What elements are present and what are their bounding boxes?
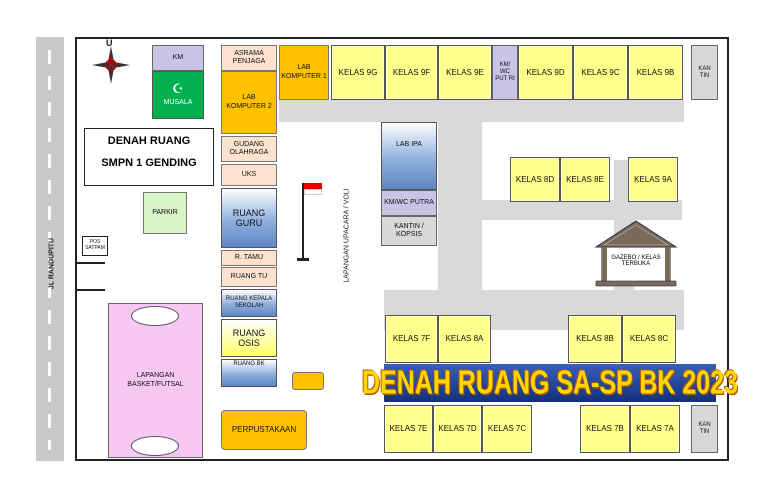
room-kelas-9g: KELAS 9G [331, 45, 385, 100]
room-kelas-7d: KELAS 7D [433, 405, 482, 453]
room-r-tamu: R. TAMU [221, 250, 277, 266]
boundary-line [75, 289, 105, 291]
room-kelas-7c: KELAS 7C [482, 405, 532, 453]
field-label: LAPANGAN UPACARA / VOLI [343, 188, 351, 283]
room-parkir: PARKIR [143, 192, 187, 234]
title-box: DENAH RUANG SMPN 1 GENDING [84, 128, 214, 186]
room-kelas-8a: KELAS 8A [438, 315, 491, 363]
boundary-line [75, 262, 105, 264]
room-kelas-8e: KELAS 8E [560, 157, 610, 202]
podium [292, 372, 324, 390]
compass-north-label: U [106, 38, 113, 48]
gazebo-icon [594, 220, 678, 287]
room-km: KM [152, 45, 204, 71]
room-ruang-kepsek: RUANG KEPALA SEKOLAH [221, 289, 277, 317]
room-lab-komputer-1: LAB KOMPUTER 1 [279, 45, 329, 100]
room-kelas-9b: KELAS 9B [628, 45, 683, 100]
room-kelas-9e: KELAS 9E [438, 45, 492, 100]
banner: DENAH RUANG SA-SP BK 2023 [362, 363, 738, 402]
room-pos-satpam: POS SATPAM [82, 236, 108, 256]
room-lab-komputer-2: LAB KOMPUTER 2 [221, 71, 277, 134]
court-circle [131, 436, 179, 456]
room-kelas-8b: KELAS 8B [568, 315, 622, 363]
compass-icon [92, 46, 130, 84]
room-ruang-osis: RUANG OSIS [221, 319, 277, 357]
street-centerline [48, 50, 51, 450]
banner-text: DENAH RUANG SA-SP BK 2023 [362, 363, 739, 402]
room-kelas-7b: KELAS 7B [580, 405, 630, 453]
room-kantin-kopsis: KANTIN / KOPSIS [381, 216, 437, 246]
gazebo-label: GAZEBO / KELAS TERBUKA [611, 255, 661, 267]
title-line-1: DENAH RUANG [107, 135, 191, 147]
court-basket-label: LAPANGAN BASKET/FUTSAL [127, 372, 184, 388]
room-uks: UKS [221, 164, 277, 186]
room-gudang: GUDANG OLAHRAGA [221, 136, 277, 162]
flag-pole [302, 183, 304, 259]
map-frame [75, 37, 729, 461]
room-lab-ipa: LAB IPA [381, 122, 437, 190]
room-kelas-9a: KELAS 9A [628, 157, 678, 202]
room-kelas-9d: KELAS 9D [518, 45, 573, 100]
room-musala: ☪ MUSALA [152, 71, 204, 119]
street-name: JL RANDUPITU [48, 237, 56, 290]
room-kelas-8d: KELAS 8D [510, 157, 560, 202]
room-kelas-7a: KELAS 7A [630, 405, 680, 453]
title-line-2: SMPN 1 GENDING [101, 157, 197, 169]
room-kantin-top: KAN TIN [691, 45, 718, 100]
room-km-wc-putra: KM/WC PUTRA [381, 190, 437, 216]
room-kelas-7e: KELAS 7E [384, 405, 433, 453]
musala-label: MUSALA [163, 99, 193, 107]
room-ruang-tu: RUANG TU [221, 267, 277, 287]
path [482, 200, 682, 220]
room-kelas-9c: KELAS 9C [573, 45, 628, 100]
room-kelas-9f: KELAS 9F [385, 45, 438, 100]
room-kantin-bottom: KAN TIN [691, 405, 718, 453]
room-kelas-7f: KELAS 7F [385, 315, 438, 363]
flag-base [297, 258, 309, 261]
room-asrama: ASRAMA PENJAGA [221, 45, 277, 71]
court-circle [131, 306, 179, 326]
room-km-wc-putri: KM/ WC PUT RI [492, 45, 518, 100]
room-ruang-bk: RUANG BK [221, 359, 277, 387]
room-ruang-guru: RUANG GURU [221, 188, 277, 248]
court-basket: LAPANGAN BASKET/FUTSAL [108, 303, 203, 458]
room-perpustakaan: PERPUSTAKAAN [221, 410, 307, 450]
flag-icon [304, 183, 322, 195]
path [438, 100, 482, 290]
crescent-star-icon: ☪ [172, 81, 184, 97]
room-kelas-8c: KELAS 8C [622, 315, 676, 363]
